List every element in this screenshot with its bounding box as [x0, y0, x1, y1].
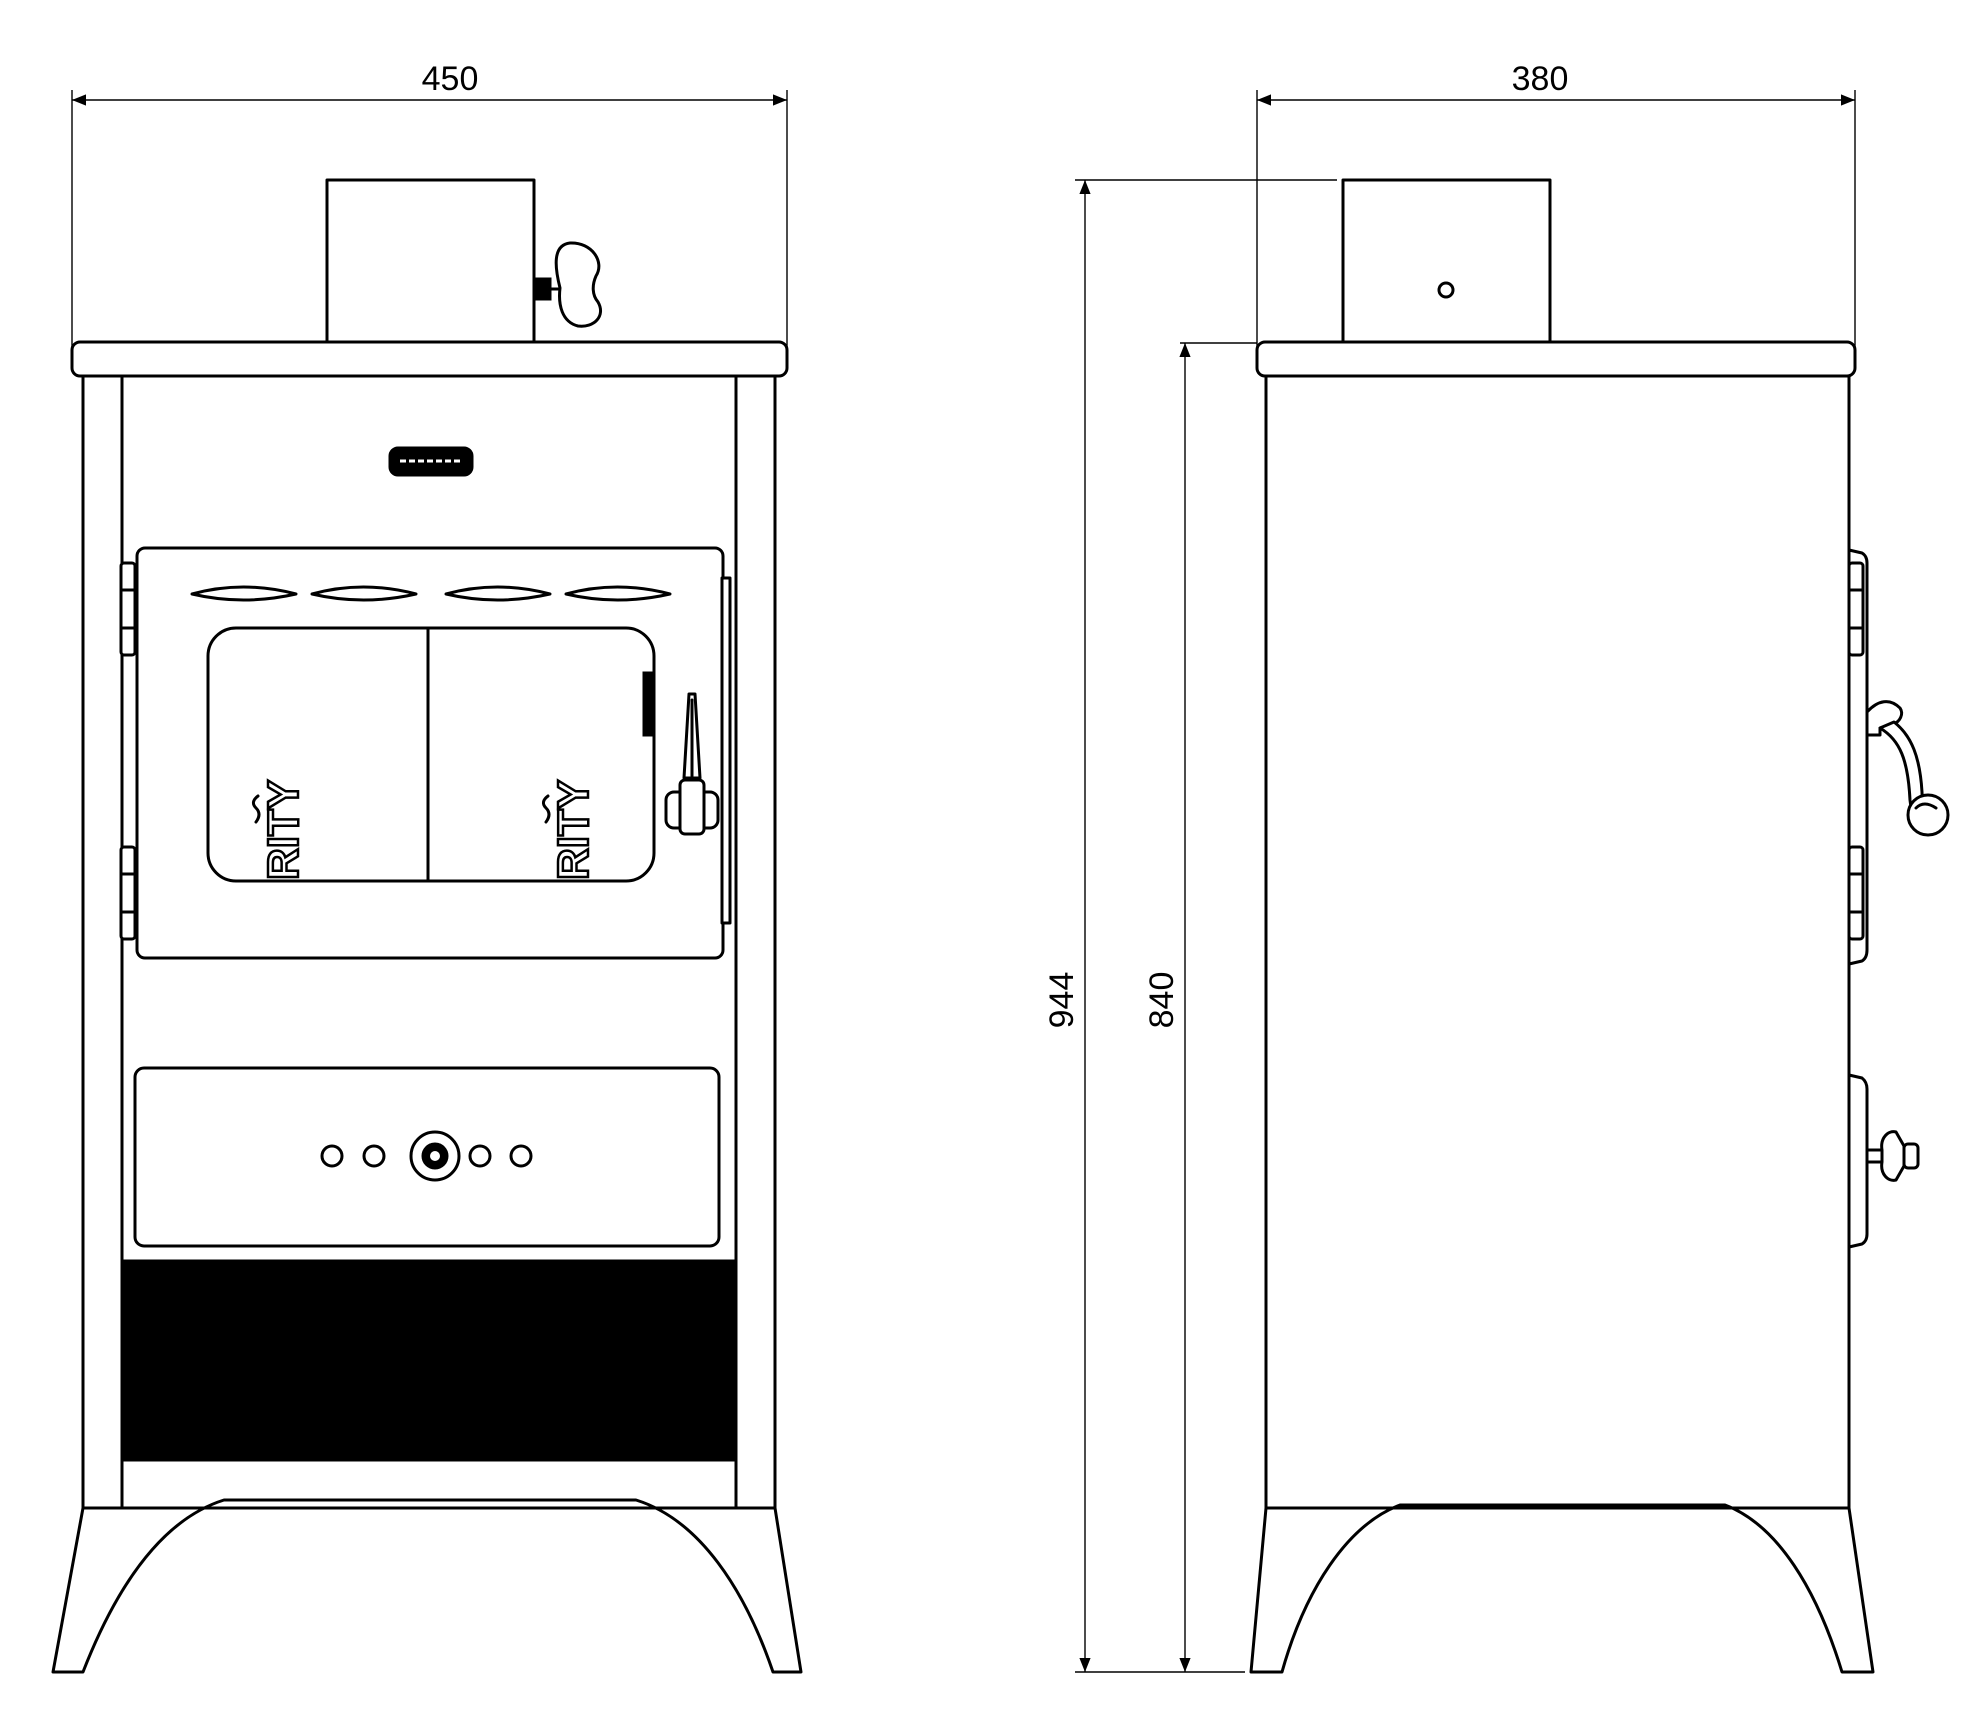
fire-door: RITY RITY [119, 546, 732, 960]
flue-collar [325, 178, 602, 344]
side-body [1264, 374, 1851, 1510]
side-top-plate [1255, 340, 1857, 378]
plinth-panel [120, 1259, 738, 1462]
door-hinge-bottom [119, 845, 137, 941]
damper-handle [554, 241, 602, 328]
door-glass: RITY RITY [206, 626, 656, 883]
brand-badge [388, 446, 474, 477]
total-height-label: 944 [1043, 972, 1081, 1029]
height-dimensions: 944 840 [1043, 179, 1337, 1673]
air-slots [190, 585, 672, 602]
body-height-label: 840 [1143, 972, 1181, 1029]
side-door-profile [1847, 548, 1869, 966]
glass-logo-left: RITY [259, 780, 308, 880]
ash-drawer [133, 1066, 721, 1248]
side-door-handle [1865, 700, 1950, 837]
side-drawer-profile [1847, 1073, 1920, 1249]
side-depth-label: 380 [1512, 60, 1569, 98]
side-legs [1249, 1503, 1875, 1674]
side-view: 380 944 840 [1043, 60, 1950, 1674]
side-flue-collar [1341, 178, 1552, 344]
front-width-dimension: 450 [71, 60, 788, 352]
front-view: 450 [51, 60, 803, 1674]
front-width-label: 450 [422, 60, 479, 98]
top-plate [70, 340, 789, 378]
side-depth-dimension: 380 [1256, 60, 1856, 352]
glass-logo-right: RITY [549, 780, 598, 880]
front-legs [51, 1498, 803, 1674]
door-handle [664, 692, 720, 836]
door-hinge-top [119, 561, 137, 657]
